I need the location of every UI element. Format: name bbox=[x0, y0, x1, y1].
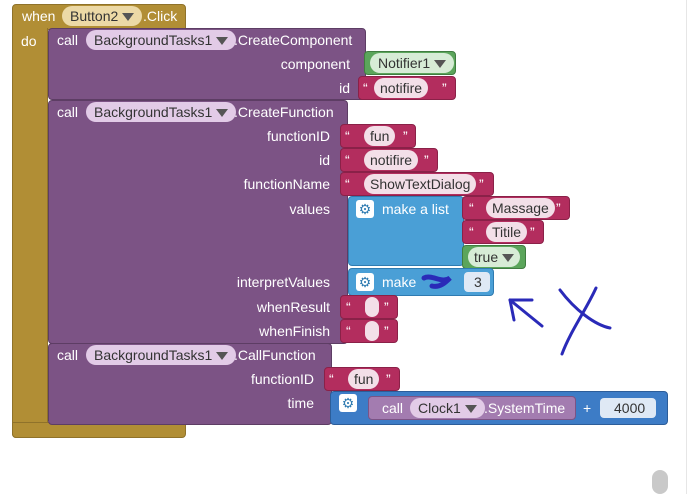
call-label: call bbox=[57, 347, 79, 363]
quote-close: ” bbox=[384, 299, 389, 315]
backgroundtasks-dropdown-label: BackgroundTasks1 bbox=[94, 32, 213, 48]
x-stroke-1 bbox=[558, 288, 612, 330]
quote-close: ” bbox=[384, 323, 389, 339]
quote-open: “ bbox=[345, 176, 350, 192]
quote-close: ” bbox=[386, 371, 391, 387]
gear-icon[interactable]: ⚙ bbox=[356, 273, 374, 291]
call-function-method: .CallFunction bbox=[234, 347, 316, 363]
quote-close: ” bbox=[442, 80, 447, 96]
backgroundtasks-dropdown-label: BackgroundTasks1 bbox=[94, 347, 213, 363]
right-border bbox=[686, 0, 687, 494]
plus-operator: + bbox=[583, 400, 592, 416]
backgroundtasks-dropdown-label: BackgroundTasks1 bbox=[94, 104, 213, 120]
quote-open: “ bbox=[345, 128, 350, 144]
gear-icon[interactable]: ⚙ bbox=[356, 200, 374, 218]
functionname-arg-label: functionName bbox=[243, 176, 330, 192]
quote-close: ” bbox=[424, 152, 429, 168]
scrollbar-thumb[interactable] bbox=[652, 470, 668, 494]
create-component-method: .CreateComponent bbox=[234, 32, 353, 48]
arrow-shaft bbox=[508, 298, 544, 328]
list-item-2-value[interactable]: Titile bbox=[486, 222, 528, 242]
when-label: when bbox=[22, 8, 56, 24]
component-arg-label: component bbox=[280, 56, 350, 72]
create-function-method: .CreateFunction bbox=[234, 104, 334, 120]
handwritten-annotation bbox=[421, 274, 612, 356]
quote-open: “ bbox=[469, 200, 474, 216]
chevron-down-icon bbox=[122, 13, 135, 22]
call-label: call bbox=[57, 32, 79, 48]
clock1-dropdown[interactable]: Clock1 bbox=[410, 398, 485, 418]
quote-close: ” bbox=[403, 128, 408, 144]
quote-close: ” bbox=[479, 176, 484, 192]
click-event-label: .Click bbox=[143, 8, 178, 24]
notifier1-dropdown-label: Notifier1 bbox=[378, 55, 431, 71]
make-label: make bbox=[382, 274, 417, 290]
functionname-text-value[interactable]: ShowTextDialog bbox=[364, 174, 477, 194]
id-text-value[interactable]: notifire bbox=[374, 78, 429, 98]
number-block[interactable] bbox=[464, 272, 490, 292]
id-arg-label: id bbox=[319, 152, 330, 168]
clock1-dropdown-label: Clock1 bbox=[418, 400, 461, 416]
quote-open: “ bbox=[469, 224, 474, 240]
functionid-arg-label: functionID bbox=[250, 371, 314, 387]
list-item-1-value[interactable]: Massage bbox=[486, 198, 555, 218]
whenresult-text-value[interactable] bbox=[365, 297, 379, 317]
whenfinish-arg-label: whenFinish bbox=[259, 323, 330, 339]
functionid-text-value[interactable]: fun bbox=[364, 126, 396, 146]
chevron-down-icon bbox=[216, 109, 229, 118]
clock-call-label: call bbox=[382, 400, 404, 416]
backgroundtasks-dropdown[interactable]: BackgroundTasks1 bbox=[86, 30, 237, 50]
create-function-block[interactable] bbox=[48, 100, 348, 344]
interpret-number-value[interactable]: 3 bbox=[474, 274, 482, 290]
notifier1-dropdown[interactable]: Notifier1 bbox=[370, 53, 455, 73]
chevron-down-icon bbox=[216, 352, 229, 361]
chevron-down-icon bbox=[216, 37, 229, 46]
scribble-mark bbox=[421, 274, 452, 289]
id-arg-label: id bbox=[339, 80, 350, 96]
whenfinish-text-value[interactable] bbox=[365, 321, 379, 341]
backgroundtasks-dropdown[interactable]: BackgroundTasks1 bbox=[86, 102, 237, 122]
quote-close: ” bbox=[556, 200, 561, 216]
time-arg-label: time bbox=[287, 395, 314, 411]
true-dropdown-label: true bbox=[474, 249, 499, 265]
quote-open: “ bbox=[345, 152, 350, 168]
functionid-text-value[interactable]: fun bbox=[348, 369, 380, 389]
arrow-head bbox=[508, 298, 534, 322]
button2-dropdown[interactable]: Button2 bbox=[62, 6, 143, 26]
quote-open: “ bbox=[329, 371, 334, 387]
systemtime-method: .SystemTime bbox=[484, 400, 566, 416]
functionid-arg-label: functionID bbox=[266, 128, 330, 144]
add-number-value[interactable]: 4000 bbox=[614, 400, 646, 416]
true-dropdown[interactable]: true bbox=[468, 247, 521, 267]
backgroundtasks-dropdown[interactable]: BackgroundTasks1 bbox=[86, 345, 237, 365]
chevron-down-icon bbox=[502, 254, 515, 263]
id-text-value[interactable]: notifire bbox=[364, 150, 419, 170]
button2-dropdown-label: Button2 bbox=[70, 8, 119, 24]
quote-open: “ bbox=[363, 80, 368, 96]
chevron-down-icon bbox=[434, 60, 447, 69]
do-label: do bbox=[21, 33, 37, 49]
chevron-down-icon bbox=[464, 405, 477, 414]
whenresult-arg-label: whenResult bbox=[256, 299, 330, 315]
interpretvalues-arg-label: interpretValues bbox=[236, 274, 330, 290]
quote-open: “ bbox=[346, 323, 351, 339]
add-number-block[interactable] bbox=[600, 398, 656, 418]
gear-icon[interactable]: ⚙ bbox=[339, 394, 357, 412]
quote-close: ” bbox=[530, 224, 535, 240]
quote-open: “ bbox=[346, 299, 351, 315]
x-stroke-2 bbox=[560, 286, 598, 356]
call-label: call bbox=[57, 104, 79, 120]
values-arg-label: values bbox=[289, 201, 330, 217]
event-block-body bbox=[12, 28, 48, 438]
make-a-list-label: make a list bbox=[382, 201, 449, 217]
